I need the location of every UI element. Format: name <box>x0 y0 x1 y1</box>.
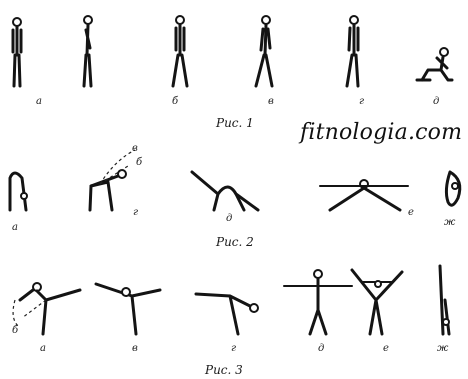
fig1-kneel-d <box>417 48 452 80</box>
fig2-label-e: е <box>408 208 414 218</box>
fig3-label-d: д <box>318 344 324 354</box>
fig3-label-e: е <box>383 344 389 354</box>
fig3-label-b: б <box>12 326 18 336</box>
fig2-label-zh: ж <box>444 218 455 228</box>
fig2-bend-b-g <box>90 150 135 210</box>
fig1-stance-b <box>173 16 187 86</box>
fig2-tuck-zh <box>446 172 459 205</box>
fig1-stance-v <box>256 16 272 86</box>
fig1-label-g: г <box>359 97 364 107</box>
fig1-caption: Рис. 1 <box>216 117 254 129</box>
fig2-caption: Рис. 2 <box>216 236 254 248</box>
fig2-split-e <box>320 180 408 210</box>
fig1-stance-profile <box>84 16 92 86</box>
fig2-label-b: б <box>136 158 142 168</box>
fig1-label-d: д <box>433 97 439 107</box>
fig2-label-g: г <box>133 208 138 218</box>
fig3-swallow-v <box>96 284 160 334</box>
fig2-bridge-d <box>192 172 258 210</box>
fig3-label-zh: ж <box>437 344 448 354</box>
fig1-stance-g <box>347 16 358 86</box>
fig1-label-v: в <box>268 97 274 107</box>
fig1-stance-a <box>13 18 21 86</box>
fig3-label-g: г <box>231 344 236 354</box>
fig3-label-a: а <box>40 344 46 354</box>
site-watermark: fitnologia.com <box>300 120 462 145</box>
fig3-t-stance-d <box>284 270 352 334</box>
fig3-arabesque-a-b <box>13 283 80 334</box>
fig2-label-v: в <box>132 144 138 154</box>
fig2-label-d: д <box>226 214 232 224</box>
fig1-label-b: б <box>172 97 178 107</box>
fig3-bend-g <box>196 294 258 334</box>
fig2-bend-a <box>10 173 27 210</box>
fig3-vertical-split-zh <box>440 266 449 334</box>
fig2-label-a: а <box>12 223 18 233</box>
fig3-caption: Рис. 3 <box>205 364 243 376</box>
fig3-label-v: в <box>132 344 138 354</box>
fig3-star-e <box>352 270 402 334</box>
fig1-label-a: а <box>36 97 42 107</box>
